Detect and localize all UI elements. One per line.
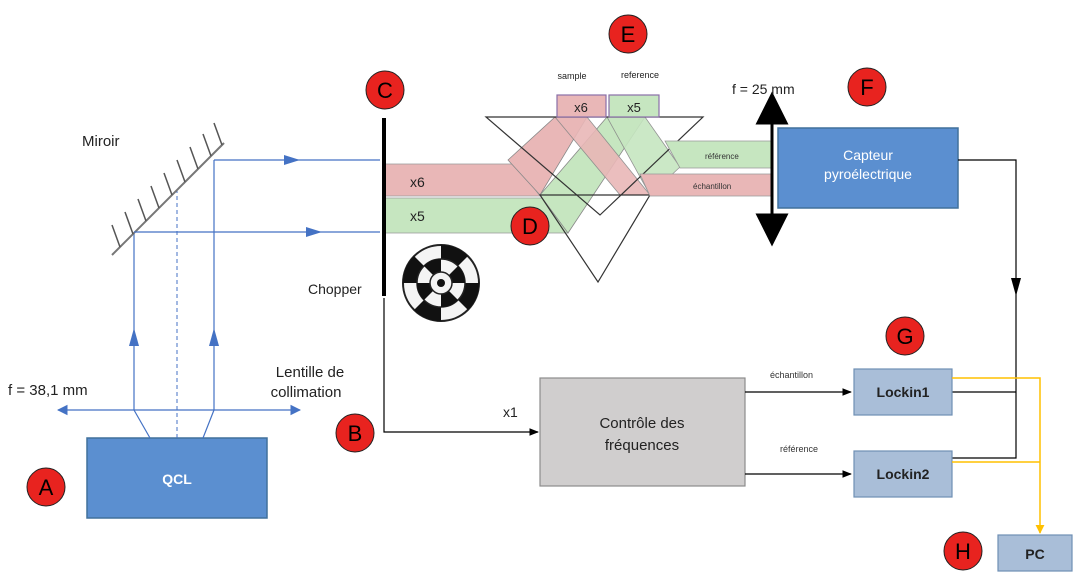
lockin2-box: [853, 450, 953, 498]
mirror: [111, 122, 225, 256]
svg-text:H: H: [955, 539, 971, 564]
x1-label: x1: [503, 404, 518, 420]
f-25-label: f = 25 mm: [732, 81, 795, 97]
beam-arrow-top: [284, 155, 300, 165]
lockin2-label: Lockin2: [877, 466, 930, 482]
beam-x6-label: x6: [410, 174, 425, 190]
lockin1-box: [853, 368, 953, 416]
lockin1-output-line: [952, 377, 1045, 534]
controle-label-line1: Contrôle des: [599, 415, 684, 432]
reference-label: reference: [621, 70, 659, 80]
chopper-label: Chopper: [308, 281, 362, 297]
marker-c: C: [365, 70, 405, 110]
pc-label: PC: [1025, 546, 1044, 562]
svg-text:E: E: [621, 22, 636, 47]
reference-signal-label: référence: [780, 444, 818, 454]
marker-f: F: [847, 67, 887, 107]
sensor-arrow-down: [1011, 278, 1021, 296]
reference-cell: [608, 94, 660, 118]
sensor-signal-line: [952, 159, 1017, 459]
svg-text:C: C: [377, 78, 393, 103]
svg-text:G: G: [896, 324, 913, 349]
beam-right-up: [202, 160, 215, 439]
pc-box: [997, 534, 1073, 572]
beam-arrow-right: [209, 328, 219, 346]
svg-text:A: A: [39, 475, 54, 500]
beam-left-up: [133, 232, 151, 439]
marker-e: E: [608, 14, 648, 54]
sample-cell: [556, 94, 607, 118]
echantillon-signal-label: échantillon: [770, 370, 813, 380]
lentille-label-line2: collimation: [271, 384, 342, 401]
capteur-label-line1: Capteur: [843, 147, 893, 163]
qcl-box: [86, 437, 268, 519]
qcl-label: QCL: [162, 471, 192, 487]
capteur-label-line2: pyroélectrique: [824, 166, 912, 182]
output-reference-label: référence: [705, 152, 739, 161]
marker-g: G: [885, 316, 925, 356]
beam-x5-label: x5: [410, 208, 425, 224]
chopper-signal-line: [383, 298, 539, 436]
lentille-label-line1: Lentille de: [276, 364, 344, 381]
lockin1-label: Lockin1: [877, 384, 930, 400]
miroir-label: Miroir: [82, 133, 120, 150]
output-echantillon-label: échantillon: [693, 182, 731, 191]
beam-arrow-bottom: [306, 227, 322, 237]
controle-label-line2: fréquences: [605, 437, 679, 454]
marker-b: B: [335, 413, 375, 453]
reference-cell-x5: x5: [627, 100, 641, 115]
marker-h: H: [943, 531, 983, 571]
svg-text:F: F: [860, 75, 873, 100]
svg-text:D: D: [522, 214, 538, 239]
f-38-label: f = 38,1 mm: [8, 382, 88, 399]
marker-d: D: [510, 206, 550, 246]
controle-box: [539, 377, 746, 487]
svg-text:B: B: [348, 421, 363, 446]
sample-cell-x6: x6: [574, 100, 588, 115]
capteur-box: [777, 127, 959, 209]
prism-bottom-triangle: [538, 194, 652, 284]
beam-arrow-left: [129, 328, 139, 346]
sample-label: sample: [557, 71, 586, 81]
chopper-wheel-icon: [402, 244, 480, 322]
marker-a: A: [26, 467, 66, 507]
